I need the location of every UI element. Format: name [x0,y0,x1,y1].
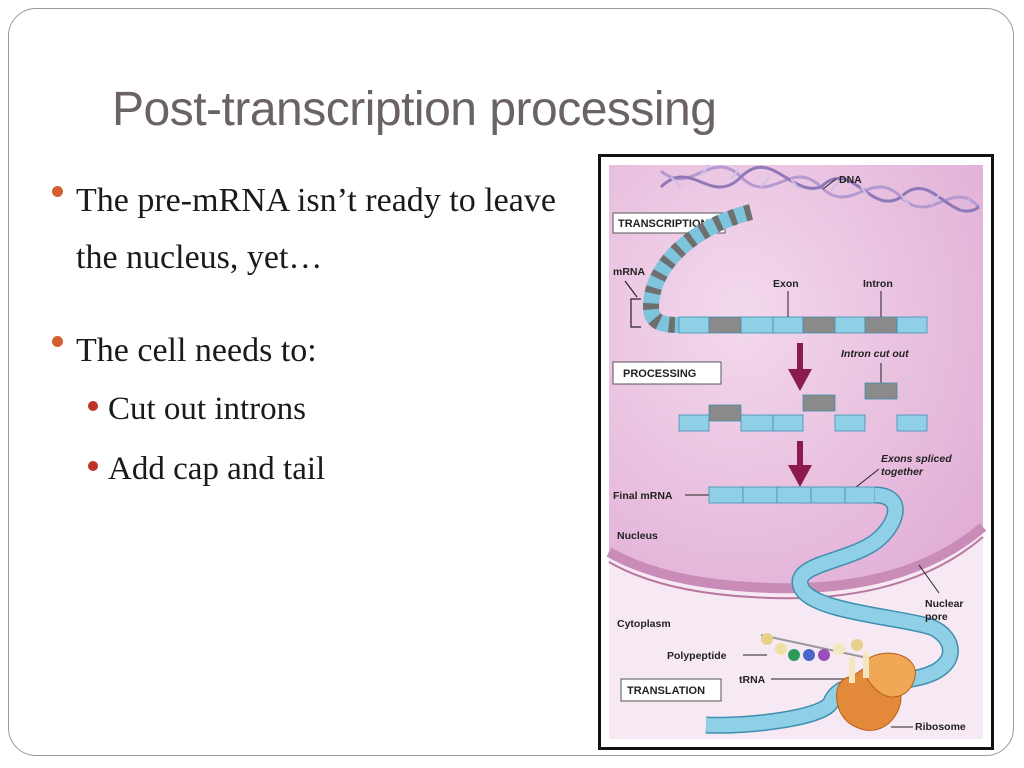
bullet-dot-icon [88,461,98,471]
bullet-item: The cell needs to: [48,322,568,379]
bullet-text: The cell needs to: [76,332,317,369]
nuclear-envelope-inner [608,536,984,600]
mrna-export-path [705,488,958,733]
mrna-bracket [624,280,641,328]
label-exon: Exon [773,278,799,290]
label-translation: TRANSLATION [627,685,705,697]
bullet-dot-icon [52,336,63,347]
sub-bullet-text: Add cap and tail [108,451,326,487]
diagram-svg: DNA TRANSCRIPTION mRNA Exon Intron PROCE… [606,164,987,739]
label-mrna: mRNA [613,266,646,278]
label-final-mrna: Final mRNA [613,490,673,502]
label-nuclear-pore-1: Nuclear [925,598,964,610]
stage-box-translation [620,678,722,702]
bullet-item: The pre-mRNA isn’t ready to leave the nu… [48,172,568,286]
bullet-dot-icon [52,186,63,197]
label-trna: tRNA [739,674,766,686]
pre-mrna-strand [678,316,928,334]
label-nuclear-pore-2: pore [925,611,948,623]
bullet-list: The pre-mRNA isn’t ready to leave the nu… [48,172,568,499]
process-arrow-icon [788,343,812,391]
stage-box-processing [612,361,722,385]
label-transcription: TRANSCRIPTION [618,218,709,230]
dna-pointer [822,178,837,190]
sub-bullet-item: Add cap and tail [48,439,568,499]
label-exons-spliced-2: together [881,466,924,478]
bullet-dot-icon [88,401,98,411]
final-mrna-strand [708,486,876,504]
sub-bullet-text: Cut out introns [108,391,307,427]
nuclear-envelope [606,523,987,594]
label-polypeptide: Polypeptide [667,650,727,662]
spliced-fragments [678,382,928,432]
label-nucleus: Nucleus [617,530,658,542]
label-intron-cut-out: Intron cut out [841,348,909,360]
polypeptide-chain [760,633,864,661]
label-dna: DNA [839,174,862,186]
slide-title: Post-transcription processing [112,83,717,136]
pre-mrna-pattern [642,204,754,333]
sub-bullet-item: Cut out introns [48,379,568,439]
splice-arrow-icon [788,441,812,487]
figure-transcription-diagram: DNA TRANSCRIPTION mRNA Exon Intron PROCE… [598,154,994,750]
label-exons-spliced-1: Exons spliced [881,453,952,465]
bullet-text: The pre-mRNA isn’t ready to leave the nu… [76,182,556,276]
nuclear-pore-pointer [918,564,940,594]
ribosome-icon [836,652,916,731]
label-ribosome: Ribosome [915,721,966,733]
label-intron: Intron [863,278,893,290]
label-processing: PROCESSING [623,368,696,380]
label-cytoplasm: Cytoplasm [617,618,671,630]
dna-helix [659,164,981,213]
